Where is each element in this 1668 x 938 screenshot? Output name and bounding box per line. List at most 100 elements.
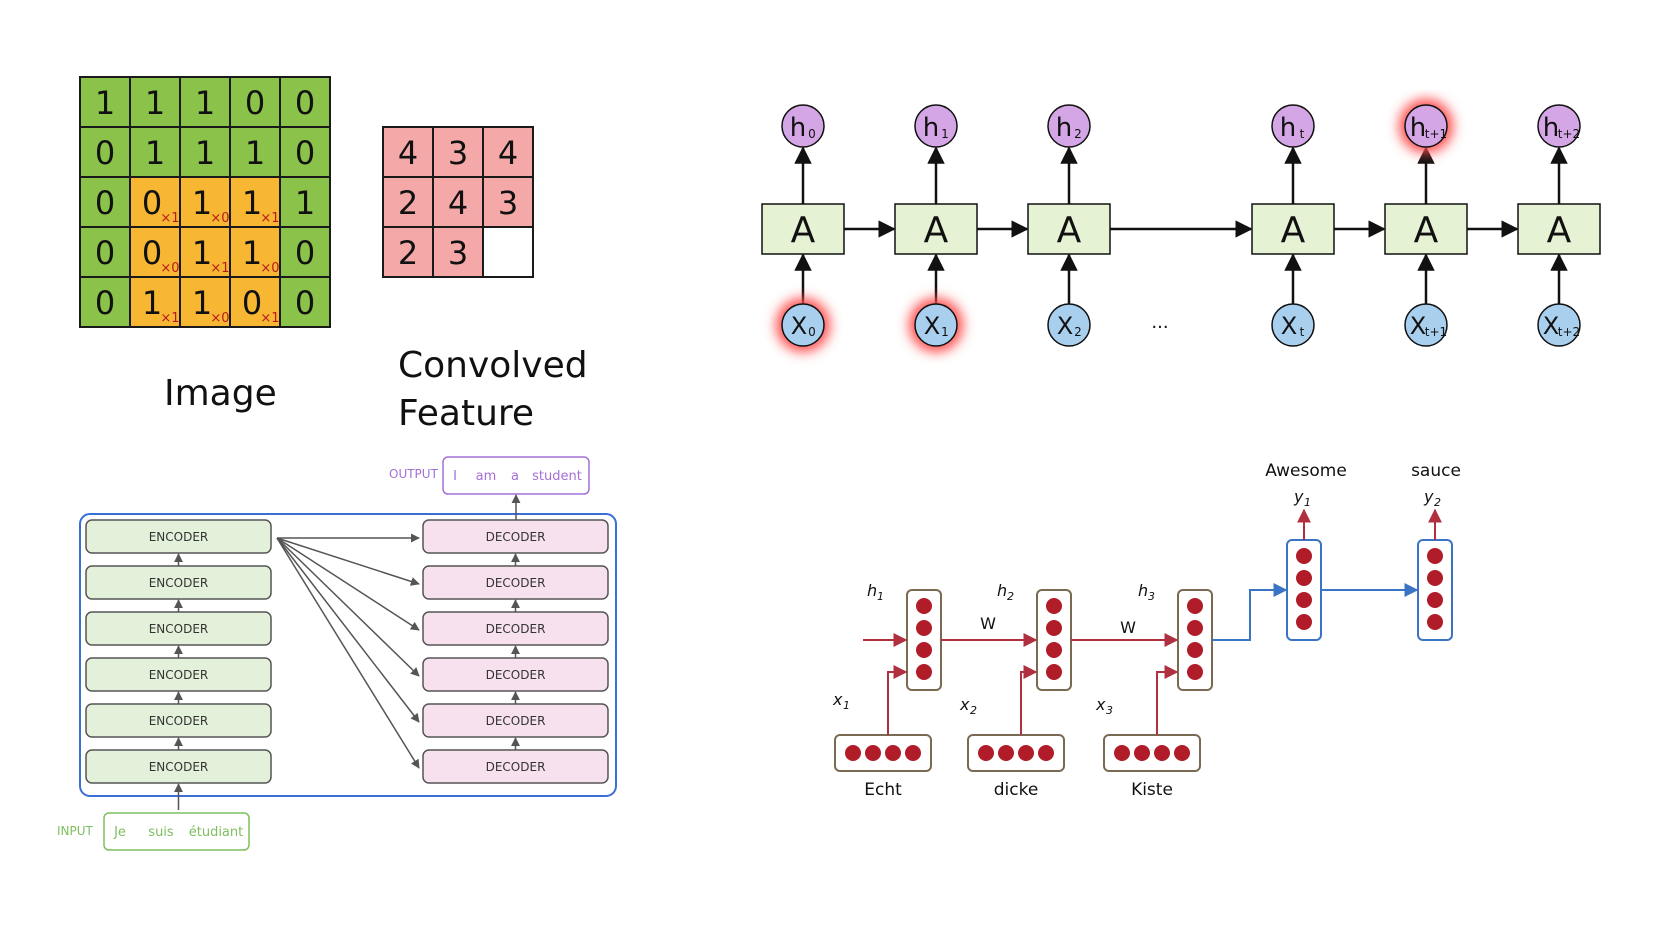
- encoder-decoder-arrow: [276, 537, 420, 677]
- input-to-hidden-arrow: [887, 665, 908, 735]
- state-dot: [916, 598, 932, 614]
- image-cell-value: 0: [295, 134, 315, 172]
- state-dot: [1427, 592, 1443, 608]
- encoder-block: [85, 519, 272, 554]
- hidden-state-node: [1537, 104, 1581, 148]
- feature-cell: [432, 226, 484, 278]
- decoder-block: [422, 703, 609, 738]
- encoder-decoder-arrow: [276, 537, 420, 586]
- input-word: Echt: [864, 780, 902, 800]
- image-cell: [229, 276, 281, 328]
- output-token: I: [453, 469, 457, 484]
- rnn-cell-label: A: [791, 210, 816, 251]
- image-cell-value: 1: [195, 134, 215, 172]
- image-cell-value: 0: [95, 284, 115, 322]
- input-label: INPUT: [57, 824, 94, 838]
- state-dot: [1296, 592, 1312, 608]
- input-embedding: [834, 734, 932, 772]
- image-cell-value: 0: [245, 84, 265, 122]
- output-word: sauce: [1411, 461, 1461, 481]
- input-embedding: [967, 734, 1065, 772]
- decoder-block: [422, 657, 609, 692]
- input-label: X: [924, 312, 940, 340]
- state-dot: [916, 664, 932, 680]
- image-cell-value: 0: [242, 284, 262, 322]
- input-node: [1404, 303, 1448, 347]
- output-token: student: [532, 469, 582, 484]
- image-cell-value: 0: [142, 184, 162, 222]
- encoder-label: ENCODER: [149, 576, 209, 590]
- input-subscript: t: [1300, 325, 1305, 339]
- feature-cell-value: 3: [498, 184, 518, 222]
- state-dot: [1187, 642, 1203, 658]
- output-y-subscript: 1: [1304, 496, 1311, 509]
- input-to-hidden-arrow: [1020, 665, 1038, 735]
- output-y-label: y: [1423, 487, 1434, 506]
- embedding-dot: [1114, 745, 1130, 761]
- convolved-feature-caption-line1: Convolved: [398, 345, 588, 386]
- encoder-decoder-arrow: [276, 537, 420, 631]
- image-cell-value: 0: [95, 234, 115, 272]
- hidden-state-label: h: [1543, 113, 1559, 143]
- rnn-cell: [894, 203, 978, 255]
- kernel-weight-label: ×1: [160, 311, 179, 326]
- input-x-label: x: [1095, 695, 1106, 714]
- image-cell-value: 0: [142, 234, 162, 272]
- hidden-state-label: h: [1410, 113, 1426, 143]
- image-cell-value: 1: [295, 184, 315, 222]
- output-word: Awesome: [1265, 461, 1347, 481]
- state-dot: [1187, 664, 1203, 680]
- state-dot: [1296, 614, 1312, 630]
- convolved-feature-caption-line2: Feature: [398, 393, 535, 434]
- image-cell-value: 1: [245, 134, 265, 172]
- input-node: [1537, 303, 1581, 347]
- state-dot: [1427, 548, 1443, 564]
- image-cell-value: 1: [242, 184, 262, 222]
- rnn-cell-label: A: [1547, 210, 1572, 251]
- image-cell: [279, 276, 331, 328]
- kernel-weight-label: ×1: [160, 211, 179, 226]
- state-dot: [1046, 620, 1062, 636]
- hidden-state-subscript: t: [1300, 127, 1305, 141]
- decoder-block: [422, 565, 609, 600]
- rnn-cell: [761, 203, 845, 255]
- image-cell: [279, 76, 331, 128]
- hidden-state-label: h: [1056, 113, 1072, 143]
- image-cell: [229, 226, 281, 278]
- image-cell-value: 1: [145, 134, 165, 172]
- embedding-dot: [1134, 745, 1150, 761]
- feature-cell: [432, 176, 484, 228]
- input-label: X: [1543, 312, 1559, 340]
- image-cell-value: 1: [242, 234, 262, 272]
- hidden-h-label: h: [867, 581, 877, 600]
- decoder-label: DECODER: [486, 622, 546, 636]
- output-token: am: [476, 469, 497, 484]
- image-cell-value: 1: [145, 84, 165, 122]
- embedding-dot: [885, 745, 901, 761]
- hidden-state-subscript: 0: [808, 127, 816, 141]
- input-subscript: 1: [941, 325, 949, 339]
- input-label: X: [791, 312, 807, 340]
- input-subscript: t+1: [1425, 325, 1447, 339]
- kernel-weight-label: ×1: [260, 311, 279, 326]
- image-cell: [129, 126, 181, 178]
- embedding-dot: [1154, 745, 1170, 761]
- input-word: Kiste: [1131, 780, 1173, 800]
- input-token: Je: [113, 825, 126, 840]
- context-arrow: [1212, 583, 1288, 641]
- feature-cell: [482, 226, 534, 278]
- kernel-weight-label: ×0: [210, 211, 229, 226]
- kernel-weight-label: ×0: [160, 261, 179, 276]
- decoder-label: DECODER: [486, 576, 546, 590]
- output-box: [442, 456, 590, 495]
- feature-cell-value: 4: [398, 134, 418, 172]
- state-dot: [1187, 598, 1203, 614]
- image-cell: [79, 276, 131, 328]
- embedding-dot: [1038, 745, 1054, 761]
- kernel-weight-label: ×1: [260, 211, 279, 226]
- ellipsis-label: ...: [1151, 312, 1168, 333]
